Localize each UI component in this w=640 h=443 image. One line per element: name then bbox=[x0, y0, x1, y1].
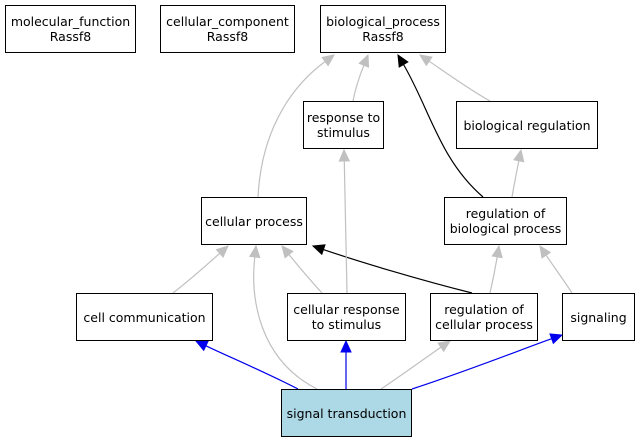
edge-st-to-cp bbox=[253, 256, 318, 390]
edge-rcp-to-rbp bbox=[489, 256, 498, 294]
node-label-line1: cellular_component bbox=[166, 14, 289, 29]
arrowhead-rbp-to-bp bbox=[397, 53, 409, 68]
node-cell-communication[interactable]: cell communication bbox=[76, 293, 213, 341]
node-biological-process[interactable]: biological_process Rassf8 bbox=[320, 5, 446, 53]
node-label-line2: biological process bbox=[449, 221, 562, 236]
node-response-to-stimulus[interactable]: response to stimulus bbox=[303, 101, 384, 149]
arrowhead-crs-to-cp bbox=[281, 245, 294, 259]
node-label-line2: Rassf8 bbox=[206, 29, 249, 44]
node-molecular-function[interactable]: molecular_function Rassf8 bbox=[5, 5, 136, 53]
arrowhead-rbp-to-br bbox=[513, 148, 525, 163]
node-label-line2: to stimulus bbox=[311, 317, 382, 332]
node-signaling[interactable]: signaling bbox=[562, 293, 635, 341]
node-label-line1: cellular process bbox=[205, 213, 303, 229]
edge-st-to-cc2 bbox=[205, 345, 299, 390]
edge-rbp-to-br bbox=[511, 160, 520, 198]
node-label-line2: Rassf8 bbox=[49, 29, 92, 44]
edge-br-to-bp bbox=[428, 60, 491, 102]
arrowhead-crs-to-rs bbox=[338, 148, 351, 162]
node-label-line1: biological_process bbox=[326, 14, 440, 29]
node-label-line1: signal transduction bbox=[286, 405, 407, 421]
arrowhead-st-to-rcp bbox=[437, 340, 451, 353]
arrowhead-sig-to-rbp bbox=[539, 244, 552, 259]
node-regulation-of-biological-process[interactable]: regulation of biological process bbox=[444, 197, 567, 245]
edge-rbp-to-bp bbox=[403, 64, 484, 198]
node-cellular-process[interactable]: cellular process bbox=[201, 197, 307, 245]
arrowhead-rcp-to-rbp bbox=[491, 244, 503, 259]
arrowhead-cc2-to-cp bbox=[215, 245, 229, 258]
arrowhead-st-to-crs bbox=[340, 339, 352, 353]
edge-crs-to-rs bbox=[343, 160, 348, 294]
arrowhead-cp-to-bp bbox=[321, 54, 335, 67]
edge-cc2-to-cp bbox=[172, 252, 221, 294]
node-signal-transduction[interactable]: signal transduction bbox=[281, 389, 412, 437]
node-label-line1: cell communication bbox=[83, 309, 206, 325]
edge-st-to-rcp bbox=[380, 346, 442, 390]
edge-sig-to-rbp bbox=[545, 254, 573, 294]
arrowhead-st-to-cp bbox=[248, 244, 261, 259]
node-label-line1: cellular response bbox=[293, 302, 400, 317]
node-label-line1: regulation of bbox=[465, 206, 546, 221]
node-regulation-of-cellular-process[interactable]: regulation of cellular process bbox=[430, 293, 538, 341]
arrowhead-st-to-cc2 bbox=[194, 340, 209, 352]
node-cellular-component[interactable]: cellular_component Rassf8 bbox=[160, 5, 295, 53]
edge-crs-to-cp bbox=[288, 254, 323, 294]
arrowhead-br-to-bp bbox=[419, 54, 433, 67]
node-label-line2: cellular process bbox=[435, 317, 533, 332]
arrowhead-rs-to-bp bbox=[358, 53, 370, 68]
node-label-line1: signaling bbox=[570, 309, 627, 325]
arrowhead-st-to-sig bbox=[549, 333, 564, 345]
edge-st-to-sig bbox=[411, 338, 552, 390]
node-label-line1: regulation of bbox=[444, 302, 524, 317]
arrowhead-rcp-to-cp bbox=[311, 244, 326, 256]
node-label-line2: stimulus bbox=[317, 125, 370, 140]
node-label-line1: response to bbox=[306, 110, 381, 125]
node-cellular-response-to-stimulus[interactable]: cellular response to stimulus bbox=[287, 293, 406, 341]
node-biological-regulation[interactable]: biological regulation bbox=[456, 101, 598, 149]
edge-rcp-to-cp bbox=[323, 248, 473, 294]
node-label-line1: biological regulation bbox=[463, 117, 591, 133]
edge-rs-to-bp bbox=[352, 64, 365, 102]
node-label-line1: molecular_function bbox=[10, 14, 131, 29]
edge-cp-to-bp bbox=[257, 61, 326, 198]
node-label-line2: Rassf8 bbox=[362, 29, 404, 44]
